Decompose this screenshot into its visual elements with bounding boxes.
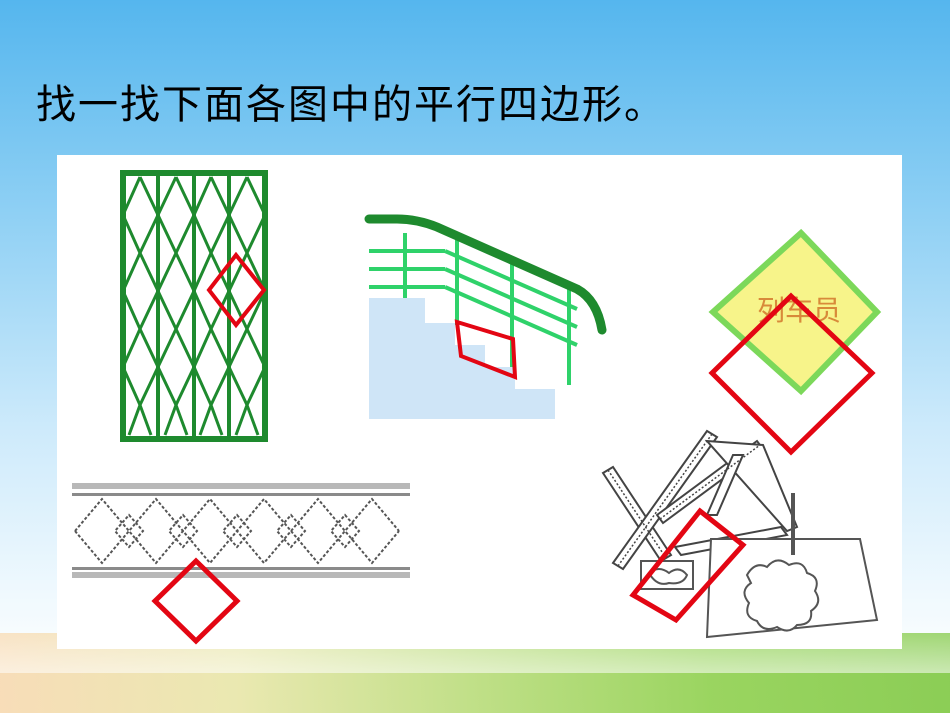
stair-railing-illustration: [364, 214, 607, 419]
sign-text: 列车员: [757, 294, 841, 327]
highlight-parallelogram-sign: [708, 292, 876, 456]
pantograph-illustration: [601, 429, 879, 639]
highlight-parallelogram-lattice: [206, 251, 267, 329]
highlight-parallelogram-pantograph: [629, 507, 747, 624]
highlight-parallelogram-railing: [454, 319, 518, 380]
lattice-window-illustration: [120, 170, 268, 442]
illustrations: 列车员: [72, 170, 882, 645]
slide-title: 找一找下面各图中的平行四边形。: [36, 82, 666, 128]
highlight-parallelogram-fence: [151, 557, 241, 645]
image-panel: 列车员: [57, 155, 902, 649]
diamond-sign-illustration: 列车员: [708, 228, 882, 456]
fence-strip-illustration: [72, 483, 410, 645]
